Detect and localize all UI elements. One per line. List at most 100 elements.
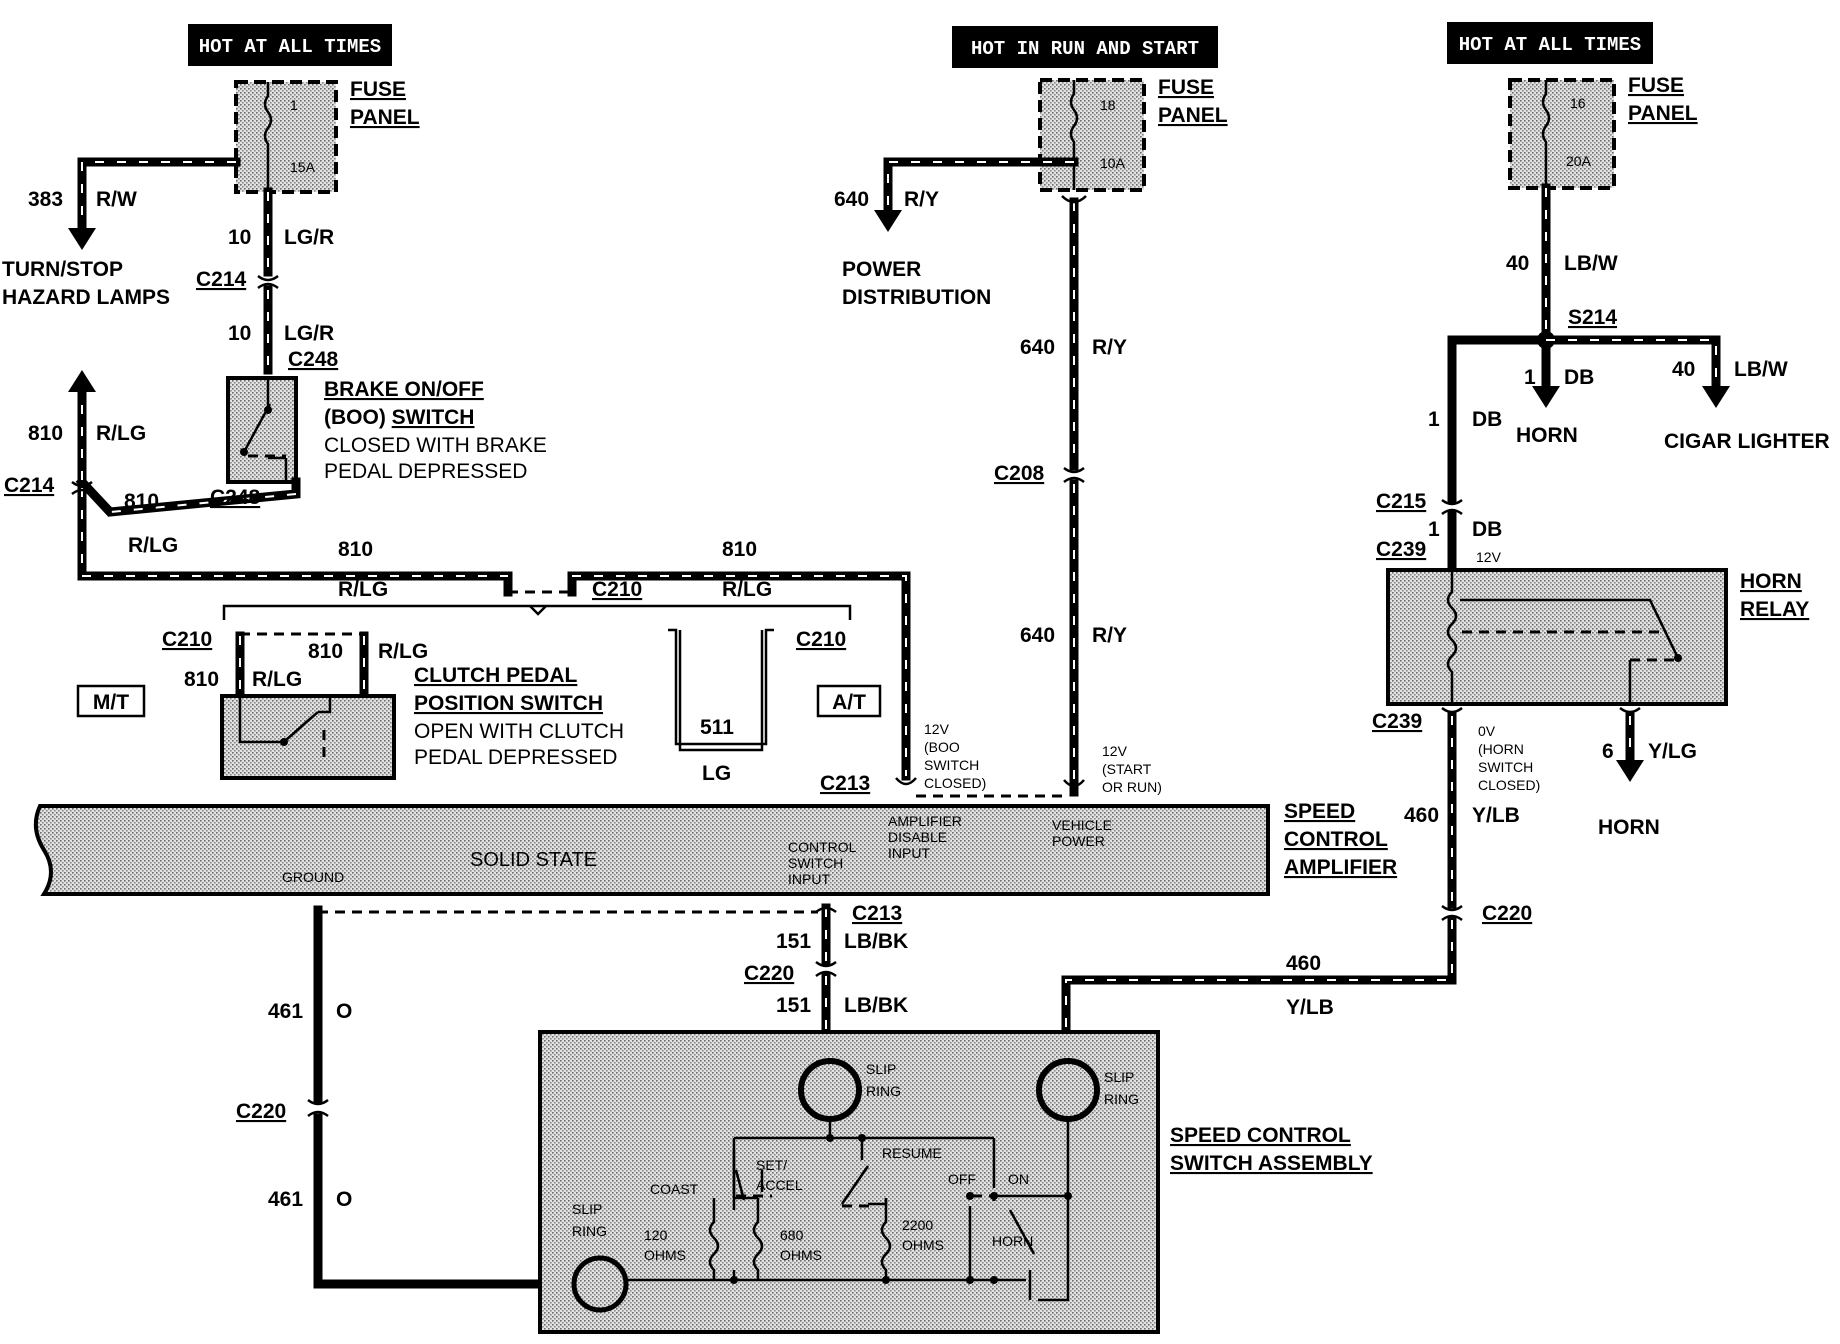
wire-10: 10 LG/R 10 LG/R [228,187,334,375]
connector-c220-right-symbol [1441,904,1463,922]
arrow-cigar-lighter [1702,386,1730,408]
wire-810-top-left-number: 810 [338,538,373,561]
note-horn-0v-2: (HORN [1478,741,1524,757]
dest-cigar-lighter: CIGAR LIGHTER [1664,430,1830,453]
amplifier-pin-disable-3: INPUT [888,845,930,861]
resistor-680-label-1: 680 [780,1227,804,1243]
clutch-switch-line3: OPEN WITH CLUTCH [414,720,624,743]
wire-383: 383 R/W [28,157,241,250]
speed-control-amplifier: SOLID STATE GROUND CONTROL SWITCH INPUT … [33,804,1270,896]
wire-461-a-number: 461 [268,1000,303,1023]
wire-1-lower-number: 1 [1428,518,1440,541]
fuse-16-symbol [1541,80,1551,188]
horn-relay-armature [1460,598,1680,659]
mt-badge: M/T [76,684,146,718]
connector-c208: C208 [994,462,1045,485]
wire-6-number: 6 [1602,740,1614,763]
arrow-810-up [68,370,96,392]
wire-810-top-right-color: R/LG [722,578,772,601]
switch-coast-label: COAST [650,1181,699,1197]
fuse-panel-18-label: FUSE [1158,76,1214,99]
switch-contacts [732,1150,888,1206]
wire-1-db-lower: 1 DB [1428,485,1502,577]
slip-ring-151 [798,1058,862,1122]
supply-header-right-text: HOT AT ALL TIMES [1459,34,1641,56]
wire-460-horiz-color: Y/LB [1286,996,1334,1019]
wire-461-a-color: O [336,1000,352,1023]
fuse-panel-16-label: FUSE [1628,74,1684,97]
slip-ring-151-label-1: SLIP [866,1061,896,1077]
wire-40-lb-w: 40 LB/W [1506,183,1618,345]
wire-461-b-color: O [336,1188,352,1211]
wire-810-top-right-number: 810 [722,538,757,561]
wire-40-branch-color: LB/W [1734,358,1788,381]
brake-switch-line2: (BOO) SWITCH [324,406,474,429]
wire-810-diag-number: 810 [124,490,159,513]
fuse-panel-1-label: FUSE [350,78,406,101]
dest-hazard-lamps: HAZARD LAMPS [2,286,170,309]
wire-151-a-color: LB/BK [844,930,908,953]
resistor-120-label-1: 120 [644,1227,668,1243]
switch-horn-label: HORN [992,1233,1033,1249]
dest-turn-stop: TURN/STOP [2,258,123,281]
horn-relay-title-2: RELAY [1740,598,1809,621]
connector-c220-right: C220 [1482,902,1532,925]
wire-151-a-number: 151 [776,930,811,953]
wire-640-b-color: R/Y [1092,624,1127,647]
wire-460-vert-color: Y/LB [1472,804,1520,827]
connector-c213-symbols [895,777,1085,788]
wire-6-color: Y/LG [1648,740,1697,763]
note-run-2: (START [1102,761,1152,777]
connector-c239-bottom-symbols [1441,706,1641,714]
wire-810-clutch-a-color: R/LG [252,668,302,691]
switch-set-label-1: SET/ [756,1157,787,1173]
clutch-switch-line4: PEDAL DEPRESSED [414,746,617,769]
note-horn-0v-3: SWITCH [1478,759,1533,775]
clutch-pedal-position-switch: 810 R/LG 810 R/LG CLUTCH PEDAL POSITION … [184,631,624,780]
wire-511-color: LG [702,762,731,785]
wire-810-top-left-color: R/LG [338,578,388,601]
supply-header-left-text: HOT AT ALL TIMES [199,36,381,58]
connector-c214-left-symbol [71,480,93,496]
amplifier-pin-ground: GROUND [282,869,344,885]
wire-810-clutch-b-color: R/LG [378,640,428,663]
slip-ring-460-label-1: SLIP [1104,1069,1134,1085]
dest-horn-top: HORN [1516,424,1578,447]
slip-ring-ground-label-2: RING [572,1223,607,1239]
fuse-16-number: 16 [1570,95,1586,111]
dest-horn-bottom: HORN [1598,816,1660,839]
wire-10-number-b: 10 [228,322,251,345]
amplifier-pin-disable-1: AMPLIFIER [888,813,962,829]
fuse-1-rating: 15A [290,159,316,175]
fuse-18-number: 18 [1100,97,1116,113]
brake-switch-line4: PEDAL DEPRESSED [324,460,527,483]
arrow-horn-bottom [1616,760,1644,782]
slip-ring-ground-label-1: SLIP [572,1201,602,1217]
note-boo-1: 12V [924,721,950,737]
wire-810-riser-color: R/LG [96,422,146,445]
switch-resume-label: RESUME [882,1145,942,1161]
connector-c220-mid: C220 [744,962,794,985]
connector-c215: C215 [1376,490,1427,513]
at-label: A/T [832,691,866,714]
amplifier-pin-control-1: CONTROL [788,839,857,855]
splice-s214: S214 [1568,306,1617,329]
note-boo-4: CLOSED) [924,775,986,791]
fuse-panel-1: 1 15A FUSE PANEL [234,78,420,194]
brake-on-off-switch: BRAKE ON/OFF (BOO) SWITCH CLOSED WITH BR… [226,376,547,484]
supply-header-right: HOT AT ALL TIMES [1447,22,1653,64]
connector-c215-symbol [1441,498,1463,516]
wire-640-a-number: 640 [1020,336,1055,359]
switch-set-label-2: ACCEL [756,1177,803,1193]
off-on-switch [968,1206,1036,1300]
resistor-2200-label-1: 2200 [902,1217,933,1233]
amplifier-title-1: SPEED [1284,800,1355,823]
horn-relay-title-1: HORN [1740,570,1802,593]
wire-10-color-a: LG/R [284,226,334,249]
fuse-panel-16: 16 20A FUSE PANEL [1508,74,1698,190]
slip-ring-151-label-2: RING [866,1083,901,1099]
amplifier-body-text: SOLID STATE [470,849,597,871]
slip-ring-460 [1036,1058,1100,1122]
fuse-panel-18: 18 10A FUSE PANEL [1038,76,1228,192]
